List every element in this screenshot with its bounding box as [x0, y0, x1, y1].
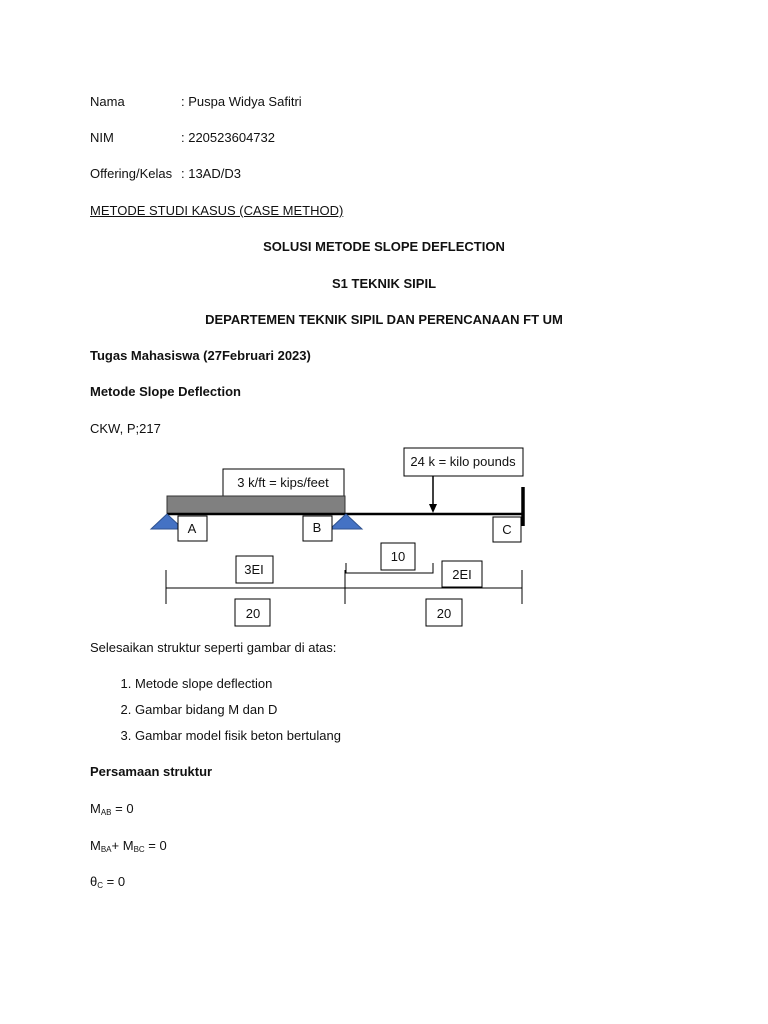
node-b-label: B: [313, 520, 322, 535]
beam-diagram: 24 k = kilo pounds 3 k/ft = kips/feet A …: [149, 447, 525, 627]
distributed-load-block: [166, 495, 346, 515]
equation-3: θC = 0: [90, 874, 125, 890]
nim-value: : 220523604732: [181, 130, 275, 145]
node-c-box: [492, 516, 522, 543]
subject-heading: Metode Slope Deflection: [90, 384, 241, 399]
pin-support-a: [149, 513, 185, 530]
stiffness-ab-box: [235, 555, 274, 584]
list-item: Gambar bidang M dan D: [135, 702, 341, 728]
nim-label: NIM: [90, 130, 114, 145]
reference-text: CKW, P;217: [90, 421, 161, 436]
node-c-label: C: [502, 522, 511, 537]
point-load-label: 24 k = kilo pounds: [410, 454, 516, 469]
method-title: METODE STUDI KASUS (CASE METHOD): [90, 203, 344, 218]
eq1-rest: = 0: [111, 801, 134, 816]
eq3-rest: = 0: [103, 874, 126, 889]
nim-row: NIM : 220523604732: [90, 130, 275, 145]
eq3-symbol: θ: [90, 874, 98, 889]
class-value: : 13AD/D3: [181, 166, 241, 181]
class-row: Offering/Kelas : 13AD/D3: [90, 166, 241, 181]
dim-10-label: 10: [391, 549, 405, 564]
node-b-box: [302, 515, 333, 542]
task-list: Metode slope deflection Gambar bidang M …: [90, 676, 341, 754]
task-heading: Tugas Mahasiswa (27Februari 2023): [90, 348, 311, 363]
equation-1: MAB = 0: [90, 801, 134, 817]
title-solution: SOLUSI METODE SLOPE DEFLECTION: [263, 239, 505, 254]
eq2-plus: + M: [111, 838, 134, 853]
title-program: S1 TEKNIK SIPIL: [331, 276, 437, 291]
point-load-box: [403, 447, 524, 477]
point-load-arrow-head: [429, 504, 437, 513]
name-row: Nama : Puspa Widya Safitri: [90, 94, 302, 109]
eq2-subscript-1: BA: [100, 845, 112, 854]
dim-10-box: [380, 542, 416, 571]
list-item: Gambar model fisik beton bertulang: [135, 728, 341, 754]
dim-10-bracket: [345, 563, 434, 574]
span-bc-box: [425, 598, 463, 627]
instruction-text: Selesaikan struktur seperti gambar di at…: [90, 640, 337, 655]
name-label: Nama: [90, 94, 125, 109]
node-a-box: [177, 515, 208, 542]
title-department: DEPARTEMEN TEKNIK SIPIL DAN PERENCANAAN …: [205, 312, 563, 327]
distributed-load-label: 3 k/ft = kips/feet: [237, 475, 329, 490]
class-label: Offering/Kelas: [90, 166, 173, 181]
stiffness-bc-label: 2EI: [452, 567, 472, 582]
span-ab-label: 20: [246, 606, 260, 621]
eq1-subscript: AB: [100, 808, 112, 817]
equations-heading: Persamaan struktur: [90, 764, 213, 779]
stiffness-ab-label: 3EI: [244, 562, 264, 577]
eq2-subscript-2: BC: [133, 845, 145, 854]
eq2-rest: = 0: [144, 838, 167, 853]
eq2-symbol-1: M: [90, 838, 101, 853]
span-bc-label: 20: [437, 606, 451, 621]
distributed-load-box: [222, 468, 345, 497]
span-ab-box: [234, 598, 271, 627]
stiffness-bc-box: [441, 560, 483, 588]
node-a-label: A: [188, 521, 197, 536]
name-value: : Puspa Widya Safitri: [181, 94, 302, 109]
list-item: Metode slope deflection: [135, 676, 341, 702]
eq1-symbol: M: [90, 801, 101, 816]
equation-2: MBA+ MBC = 0: [90, 838, 167, 854]
eq3-subscript: C: [97, 881, 104, 890]
pin-support-b: [328, 513, 364, 530]
